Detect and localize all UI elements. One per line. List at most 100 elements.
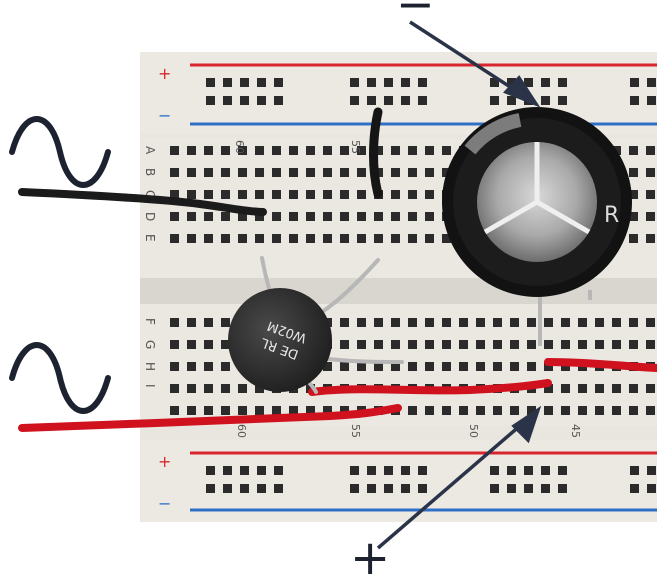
breadboard-hole [221,234,230,243]
breadboard-hole [323,168,332,177]
breadboard-hole [459,318,468,327]
breadboard-hole [289,406,298,415]
electrolytic-capacitor: R [442,107,632,297]
breadboard-hole [442,340,451,349]
breadboard-hole [507,484,516,493]
breadboard-hole [630,78,639,87]
breadboard-hole [561,384,570,393]
breadboard-hole [459,340,468,349]
breadboard-hole [340,340,349,349]
breadboard-hole [340,190,349,199]
breadboard-hole [204,234,213,243]
breadboard-hole [612,318,621,327]
breadboard-hole [541,96,550,105]
row-letter: H [143,362,157,371]
row-letter: G [143,340,157,349]
breadboard-hole [170,168,179,177]
breadboard-hole [629,146,638,155]
bottom-rail-plus-label: + [158,452,171,471]
breadboard-hole [357,146,366,155]
breadboard-hole [255,384,264,393]
breadboard-hole [408,406,417,415]
breadboard-hole [323,190,332,199]
breadboard-hole [289,146,298,155]
breadboard-hole [493,340,502,349]
breadboard-hole [306,234,315,243]
breadboard-hole [289,234,298,243]
breadboard-hole [374,340,383,349]
breadboard-hole [204,212,213,221]
breadboard-hole [647,78,656,87]
breadboard-hole [524,484,533,493]
breadboard-hole [374,234,383,243]
breadboard-hole [204,168,213,177]
breadboard-hole [561,406,570,415]
breadboard-hole [170,340,179,349]
column-number: 60 [235,424,248,438]
breadboard-hole [646,168,655,177]
breadboard-hole [527,318,536,327]
breadboard-hole [340,168,349,177]
breadboard-hole [170,212,179,221]
breadboard-hole [384,78,393,87]
breadboard-hole [578,318,587,327]
breadboard-hole [170,384,179,393]
breadboard-hole [629,212,638,221]
breadboard-hole [204,406,213,415]
top-rail-minus-label: − [158,106,171,125]
breadboard-hole [541,78,550,87]
breadboard-hole [578,384,587,393]
breadboard-hole [323,406,332,415]
breadboard-hole [425,234,434,243]
breadboard-hole [255,212,264,221]
breadboard-hole [255,234,264,243]
breadboard-hole [442,234,451,243]
breadboard-hole [391,362,400,371]
breadboard-hole [272,234,281,243]
breadboard-hole [384,484,393,493]
breadboard-hole [425,340,434,349]
breadboard-hole [223,78,232,87]
breadboard-hole [646,406,655,415]
breadboard-hole [558,466,567,475]
breadboard-hole [272,146,281,155]
column-number: 50 [467,424,480,438]
breadboard-hole [170,406,179,415]
breadboard-hole [206,466,215,475]
breadboard-hole [493,318,502,327]
ac-sine-wave-bottom [9,342,111,414]
breadboard-hole [408,212,417,221]
row-letter: C [143,190,157,198]
breadboard-hole [187,234,196,243]
breadboard-hole [507,96,516,105]
red-wire-middle [308,379,552,396]
breadboard-hole [510,340,519,349]
breadboard-hole [391,212,400,221]
breadboard-hole [374,146,383,155]
breadboard-hole [289,168,298,177]
breadboard-hole [204,340,213,349]
breadboard-hole [274,484,283,493]
breadboard-hole [272,212,281,221]
breadboard-hole [340,362,349,371]
breadboard-hole [306,406,315,415]
breadboard-hole [630,96,639,105]
breadboard-hole [646,340,655,349]
breadboard-hole [493,406,502,415]
row-letter: D [143,212,157,221]
breadboard-hole [357,190,366,199]
breadboard-hole [367,484,376,493]
column-number: 60 [233,140,246,154]
row-letter: A [143,146,157,155]
breadboard-hole [274,78,283,87]
breadboard-hole [629,234,638,243]
breadboard-hole [629,168,638,177]
breadboard-hole [541,466,550,475]
breadboard-hole [630,484,639,493]
plus-annotation: + [350,530,390,582]
breadboard-hole [223,466,232,475]
breadboard-hole [524,78,533,87]
breadboard-hole [442,168,451,177]
breadboard-hole [289,190,298,199]
plus-arrow [376,405,542,550]
